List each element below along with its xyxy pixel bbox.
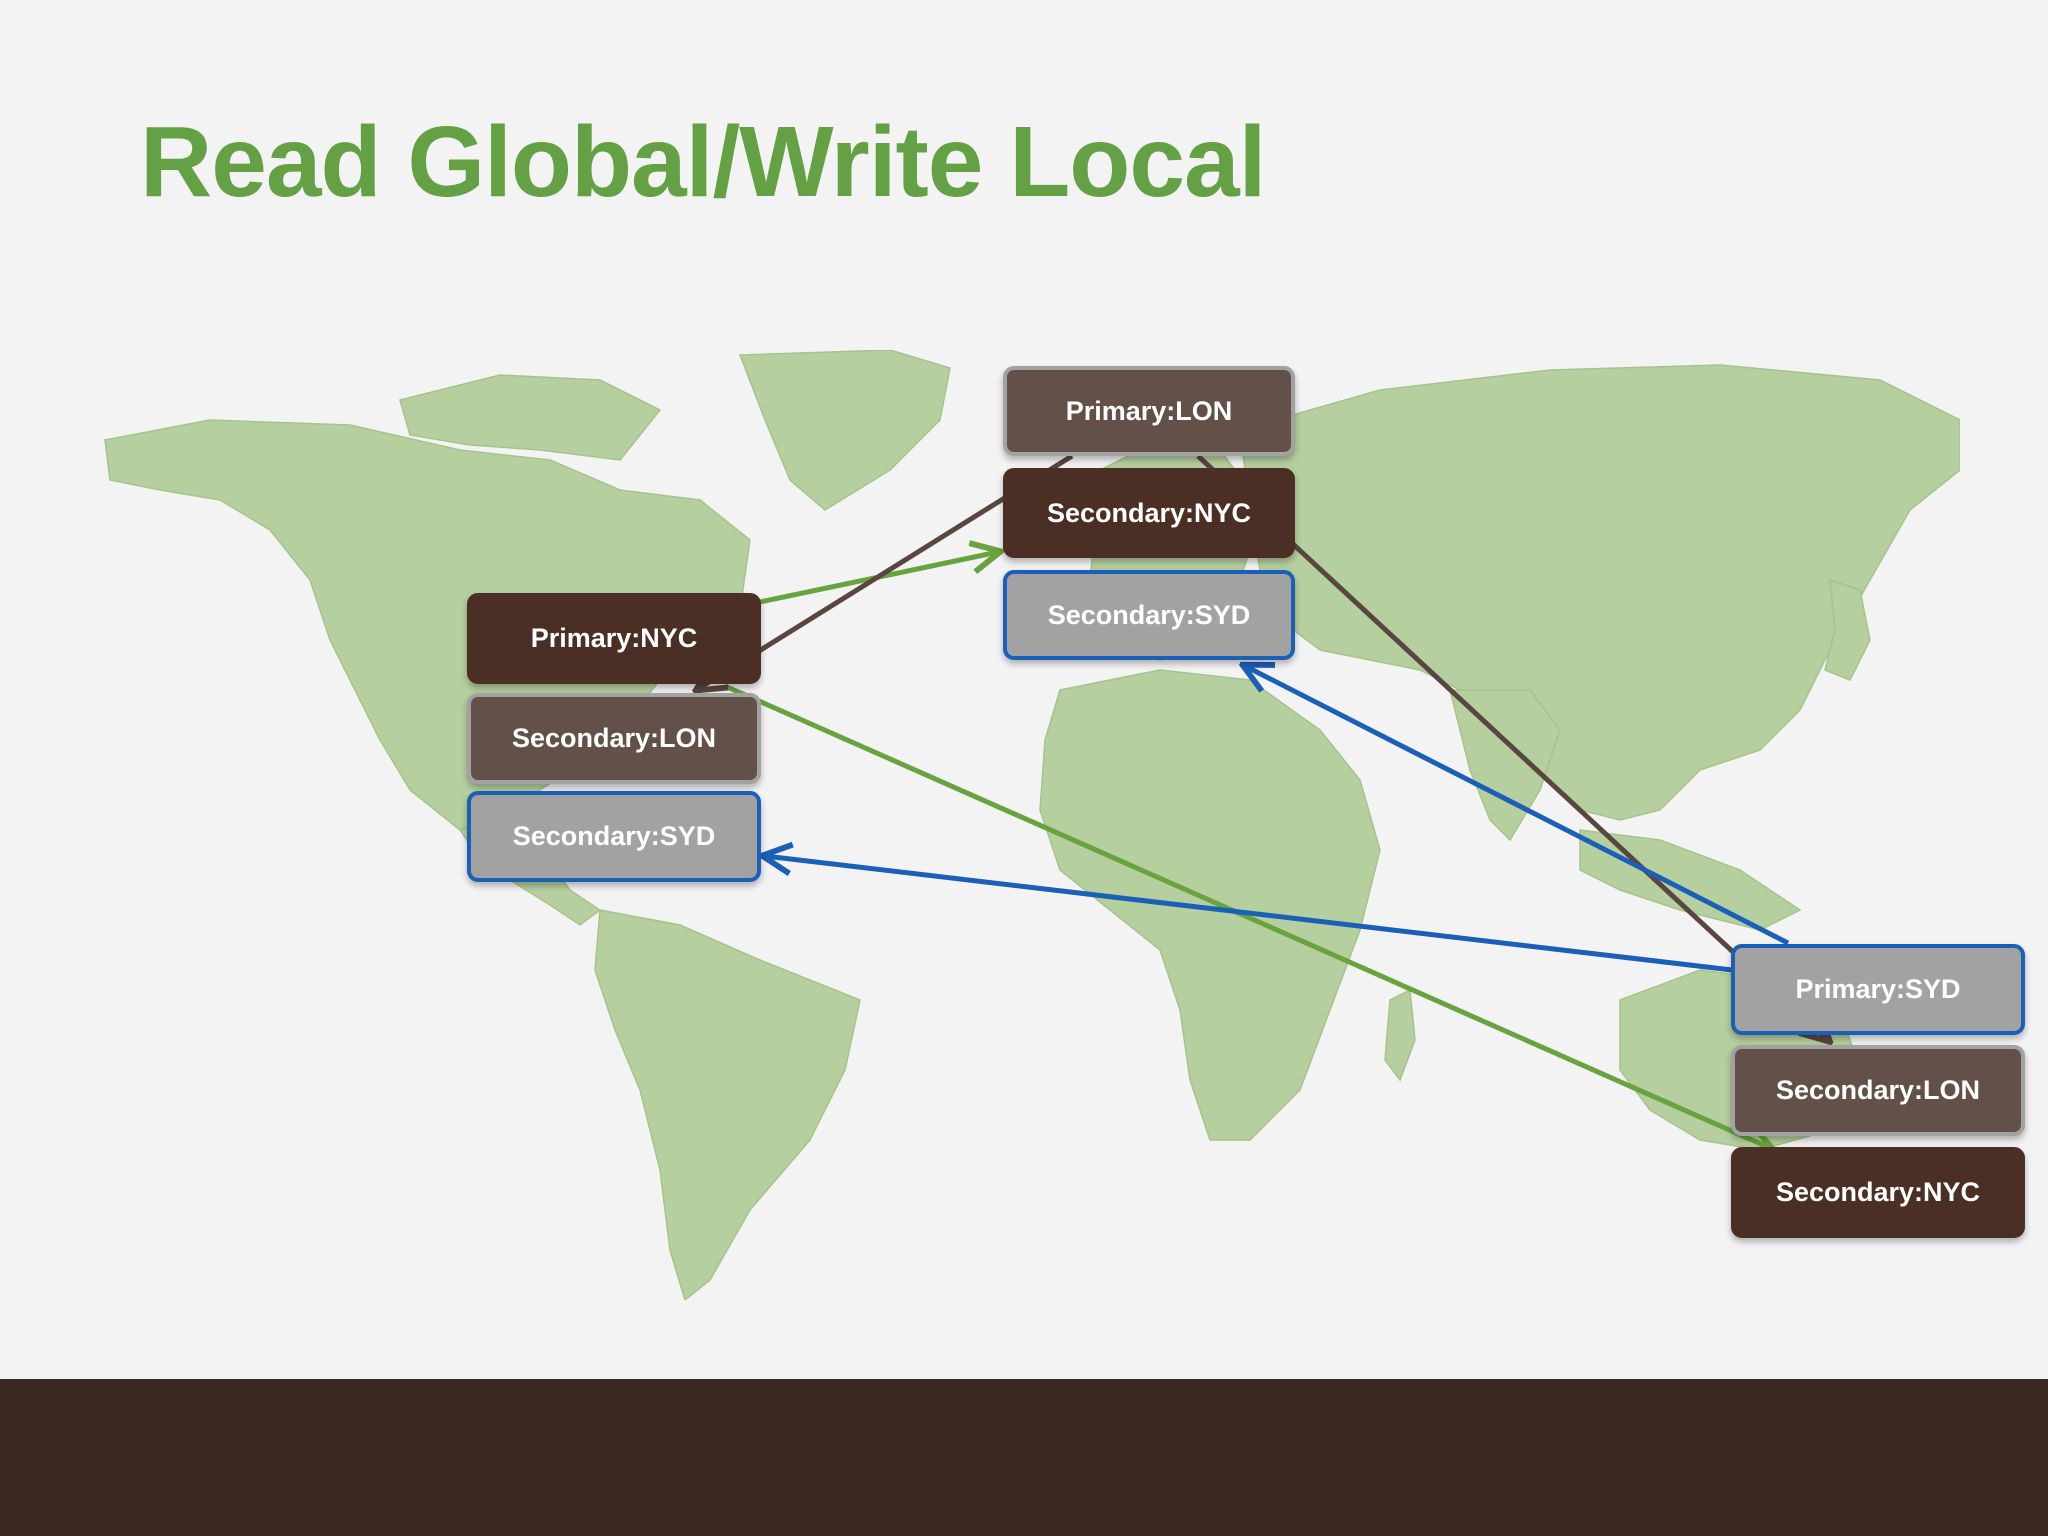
node-primary-syd: Primary:SYD [1731, 944, 2025, 1035]
node-secondary-nyc-at-lon: Secondary:NYC [1003, 468, 1295, 558]
node-secondary-lon-at-nyc: Secondary:LON [467, 693, 761, 784]
node-secondary-lon-at-syd: Secondary:LON [1731, 1045, 2025, 1136]
node-primary-nyc: Primary:NYC [467, 593, 761, 684]
node-label: Primary:LON [1065, 395, 1233, 426]
arrow-syd-to-nyc [765, 856, 1733, 973]
node-label: Secondary:NYC [1775, 1177, 1981, 1207]
map-madagascar [1384, 988, 1416, 1082]
arrow-lon-to-syd [1196, 454, 1828, 1040]
node-label: Secondary:LON [511, 723, 717, 753]
node-secondary-syd-at-lon: Secondary:SYD [1003, 570, 1295, 660]
node-label: Primary:SYD [1795, 974, 1961, 1004]
footer-bar [0, 1379, 2048, 1536]
node-label: Secondary:SYD [512, 821, 716, 851]
arrow-nyc-to-syd [723, 683, 1770, 1148]
map-asia [1239, 364, 1960, 821]
slide-title: Read Global/Write Local [140, 106, 1266, 218]
map-india [1449, 689, 1561, 842]
node-label: Secondary:NYC [1046, 497, 1252, 528]
map-arctic-islands [399, 374, 662, 461]
node-secondary-nyc-at-syd: Secondary:NYC [1731, 1147, 2025, 1238]
map-south-america [594, 909, 861, 1300]
node-label: Secondary:SYD [1047, 599, 1251, 630]
map-japan [1824, 578, 1871, 681]
map-africa [1039, 669, 1381, 1141]
node-secondary-syd-at-nyc: Secondary:SYD [467, 791, 761, 882]
node-label: Secondary:LON [1775, 1075, 1981, 1105]
node-label: Primary:NYC [530, 623, 698, 653]
node-primary-lon: Primary:LON [1003, 366, 1295, 456]
arrow-syd-to-lon [1245, 666, 1790, 946]
world-map [104, 350, 1960, 1300]
map-greenland [738, 350, 951, 511]
